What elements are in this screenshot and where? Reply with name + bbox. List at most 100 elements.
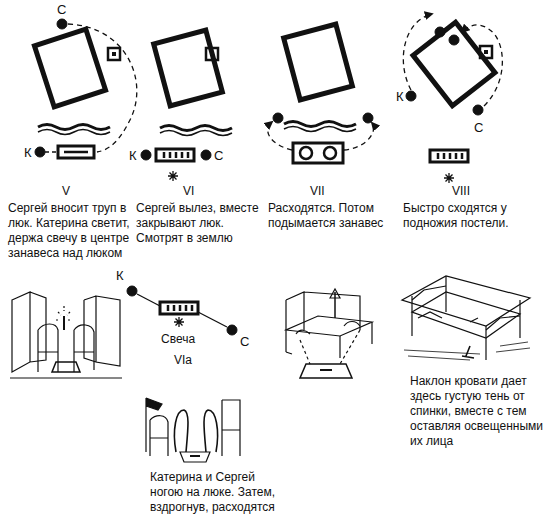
scene-caption: Сергей вылез, вместе закрывают люк. Смот…: [136, 201, 264, 246]
sketch-viii-part: [412, 276, 520, 360]
panel-vii-plan-part: [284, 127, 356, 132]
sketch-via-part: [174, 410, 188, 452]
scene-number: VI: [183, 184, 194, 199]
panel-viii-plan-part: [435, 27, 445, 37]
panel-vi-plan-part: [168, 171, 178, 181]
panel-v-plan-part: [68, 24, 137, 152]
sketch-caption: Наклон кровати дает здесь густую тень от…: [410, 374, 548, 449]
panel-vi-plan-part: [160, 126, 232, 131]
sketch-vii-part: [300, 330, 360, 364]
sketch-v-part: [63, 316, 65, 330]
panel-vi-plan-part: [141, 150, 151, 160]
sketch-via-part: [180, 452, 210, 462]
panel-v-plan-part: [38, 125, 110, 130]
actor-letter: С: [214, 148, 223, 163]
sketch-viii-part: [462, 346, 474, 358]
panel-via-plan: [127, 286, 237, 335]
panel-vi-plan-part: [156, 149, 194, 161]
sketch-viii: [402, 276, 530, 360]
actor-letter: К: [116, 268, 124, 283]
sketch-viii-part: [412, 292, 520, 338]
panel-via-plan-part: [198, 312, 227, 327]
scene-number: VIa: [174, 353, 192, 368]
sketch-via-part: [190, 455, 200, 457]
panel-viii-plan-part: [413, 22, 495, 106]
sketch-via-part: [146, 398, 162, 452]
panel-viii-plan-part: [406, 91, 416, 101]
panel-vi-plan: [141, 30, 232, 181]
panel-vi-plan-part: [206, 48, 218, 60]
actor-letter: С: [474, 120, 483, 135]
sketch-viii-part: [404, 342, 530, 360]
panel-viii-plan-part: [480, 46, 492, 58]
panel-vii-plan-part: [300, 147, 312, 159]
panel-v-plan: [34, 19, 136, 158]
panel-v-plan-part: [35, 147, 45, 157]
actor-letter: К: [24, 145, 32, 160]
sketch-v: [10, 292, 122, 378]
panel-viii-plan: [403, 14, 502, 183]
panel-via-plan-part: [127, 286, 137, 296]
sketch-vii-part: [330, 289, 340, 298]
sketch-via-part: [222, 400, 240, 456]
panel-vii-plan-part: [284, 24, 353, 100]
panel-vii-plan-part: [293, 143, 343, 163]
panel-v-plan-part: [34, 29, 105, 107]
sketch-via: [146, 398, 240, 462]
panel-via-plan-part: [160, 302, 198, 314]
panel-vi-plan-part: [201, 150, 211, 160]
panel-viii-plan-part: [430, 150, 468, 162]
actor-letter: К: [129, 148, 137, 163]
scene-number: V: [62, 184, 70, 199]
panel-vi-plan-part: [160, 131, 232, 136]
sketch-via-part: [150, 416, 168, 456]
panel-vii-plan-part: [284, 122, 356, 127]
scene-caption: Быстро сходятся у подножия постели.: [403, 201, 543, 231]
actor-letter: К: [396, 89, 404, 104]
scene-number: VIII: [452, 184, 470, 199]
sketch-vii: [286, 289, 372, 378]
actor-letter: С: [57, 2, 66, 17]
panel-vii-plan: [268, 24, 374, 163]
sketch-viii-part: [412, 286, 520, 330]
sketch-vii-part: [286, 316, 372, 336]
sketch-v-part: [12, 292, 46, 372]
sketch-caption: Катерина и Сергей ногою на люке. Затем, …: [150, 470, 290, 515]
panel-vii-plan-part: [273, 113, 283, 123]
panel-via-plan-part: [174, 317, 184, 327]
sketch-via-part: [204, 410, 218, 452]
sketch-vii-part: [334, 292, 336, 318]
panel-viii-plan-part: [473, 105, 483, 115]
scene-number: VII: [310, 184, 325, 199]
sketch-vii-part: [296, 322, 360, 335]
panel-v-plan-part: [64, 151, 88, 154]
panel-vii-plan-part: [344, 123, 374, 150]
sketch-vii-part: [300, 364, 352, 378]
sketch-viii-part: [418, 312, 478, 322]
panel-viii-plan-part: [449, 35, 459, 45]
panel-vii-plan-part: [324, 147, 336, 159]
sketch-v-part: [56, 306, 72, 320]
candle-label: Свеча: [161, 332, 195, 347]
sketch-viii-part: [402, 276, 530, 326]
panel-v-plan-part: [57, 19, 67, 29]
panel-v-plan-part: [38, 130, 110, 135]
panel-via-plan-part: [137, 294, 160, 306]
scene-caption: Сергей вносит труп в люк. Катерина свети…: [8, 201, 134, 261]
panel-vii-plan-part: [268, 122, 292, 150]
sketch-v-part: [10, 378, 122, 379]
panel-vii-plan-part: [363, 113, 373, 123]
sketch-vii-part: [286, 322, 372, 358]
panel-viii-plan-part: [403, 14, 432, 90]
panel-v-plan-part: [45, 151, 58, 152]
panel-viii-plan-part: [444, 173, 454, 183]
actor-letter: С: [240, 334, 249, 349]
sketch-vii-part: [320, 369, 332, 371]
panel-vi-plan-part: [154, 30, 223, 106]
sketch-vii-part: [286, 292, 360, 352]
sketch-v-part: [52, 362, 80, 372]
scene-caption: Расходятся. Потом подымается занавес: [268, 201, 396, 231]
sketch-v-part: [84, 296, 120, 366]
